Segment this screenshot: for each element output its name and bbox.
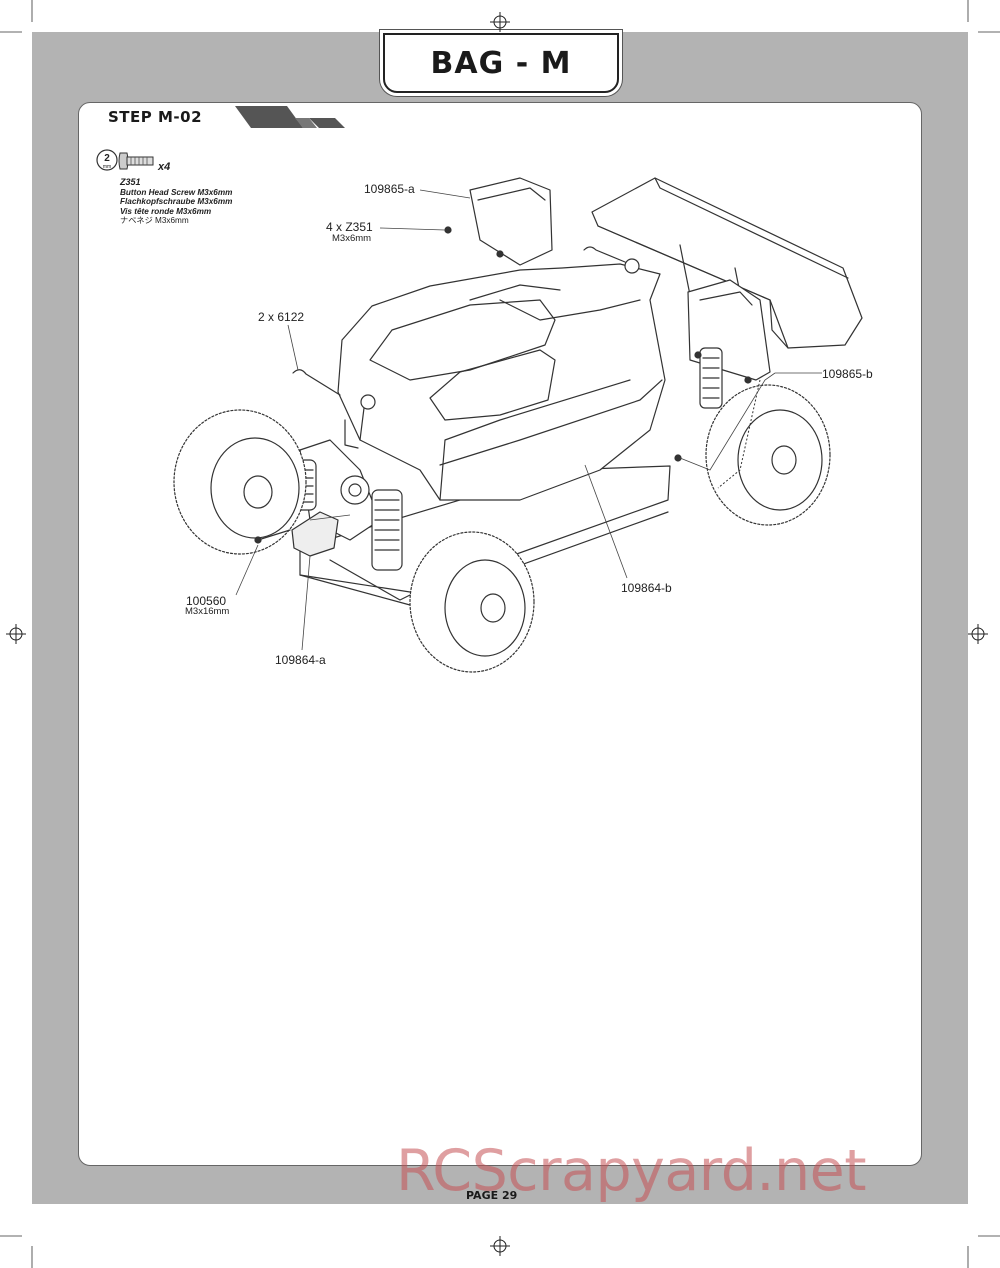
rear-suspension xyxy=(699,347,723,409)
front-right-wheel xyxy=(409,531,535,673)
part-name-en: Button Head Screw M3x6mm xyxy=(120,187,233,197)
front-side-guard xyxy=(291,511,339,557)
callout-109865-b: 109865-b xyxy=(822,367,873,381)
registration-mark-icon xyxy=(490,12,510,32)
part-name-de: Flachkopfschraube M3x6mm xyxy=(120,197,233,206)
rear-right-wheel xyxy=(705,384,831,526)
body-shell xyxy=(337,263,666,501)
step-tab-decoration xyxy=(235,106,345,128)
registration-mark-icon xyxy=(490,1236,510,1256)
registration-mark-icon xyxy=(6,624,26,644)
callout-2x6122: 2 x 6122 xyxy=(258,310,305,324)
callout-109864-b: 109864-b xyxy=(621,581,672,595)
part-name-fr: Vis tête ronde M3x6mm xyxy=(120,206,212,216)
registration-mark-icon xyxy=(968,624,988,644)
callout-100560-size: M3x16mm xyxy=(185,606,230,617)
callout-100560: 100560 xyxy=(186,594,227,608)
body-clips xyxy=(292,246,640,410)
part-quantity: x4 xyxy=(158,161,171,173)
top-guard-plate xyxy=(469,177,553,266)
hex-wrench-size-icon: 2 mm xyxy=(96,149,118,171)
page-number: PAGE 29 xyxy=(466,1189,518,1202)
watermark-text: RCScrapyard.net xyxy=(396,1138,867,1204)
leader-lines xyxy=(235,189,822,651)
callout-109865-a: 109865-a xyxy=(364,182,415,196)
part-code: Z351 xyxy=(120,177,141,187)
tool-unit: mm xyxy=(103,164,111,170)
step-title: STEP M-02 xyxy=(108,108,203,126)
bag-title: BAG - M xyxy=(430,45,572,81)
callout-4xz351: 4 x Z351 xyxy=(326,220,373,234)
part-name-jp: ナベネジ M3x6mm xyxy=(120,216,189,225)
button-head-screw-icon xyxy=(118,152,154,170)
callout-4xz351-size: M3x6mm xyxy=(332,233,372,244)
callout-109864-a: 109864-a xyxy=(275,653,326,667)
screws xyxy=(254,226,752,544)
tool-size: 2 xyxy=(104,153,110,164)
front-left-wheel xyxy=(173,409,307,555)
bag-header-tab: BAG - M xyxy=(383,33,619,93)
